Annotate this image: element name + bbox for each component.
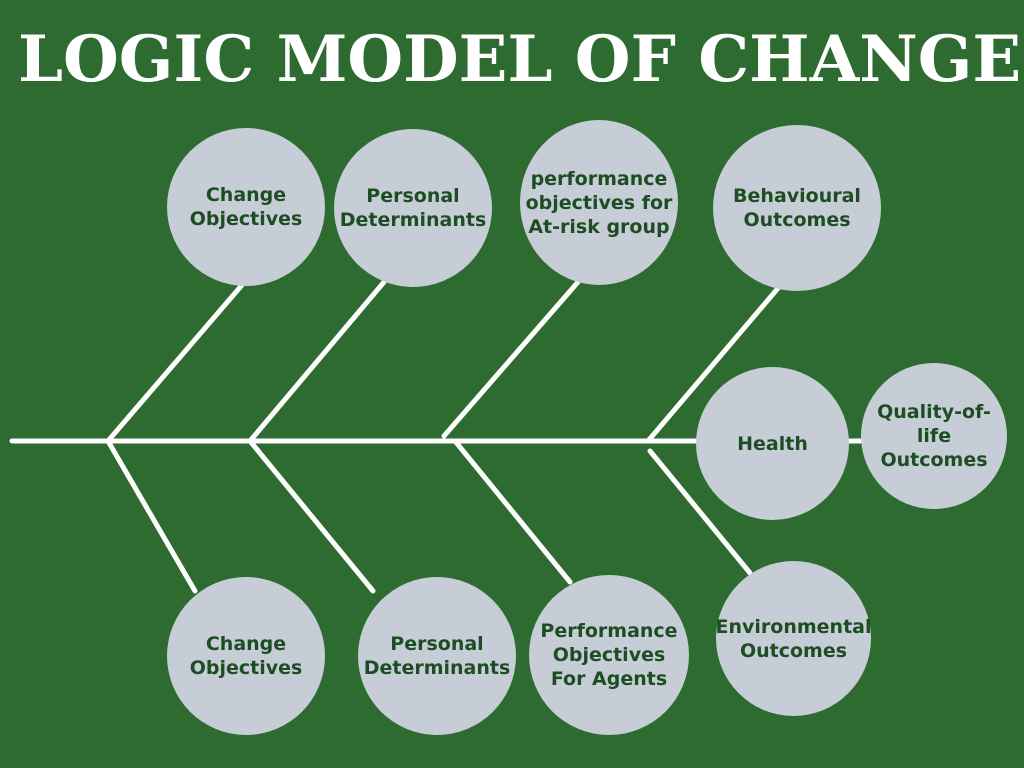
performance-objectives-agents-node: Performance Objectives For Agents — [529, 575, 689, 735]
personal-determinants-top-node: Personal Determinants — [334, 129, 492, 287]
bone-top-4 — [645, 284, 782, 444]
behavioural-outcomes-node: Behavioural Outcomes — [713, 125, 881, 291]
bone-bottom-4 — [647, 448, 753, 576]
performance-objectives-at-risk-node: performance objectives for At-risk group — [520, 120, 678, 285]
bone-bottom-1 — [105, 438, 198, 594]
diagram-title: LOGIC MODEL OF CHANGE — [18, 22, 1022, 97]
node-label: performance objectives for At-risk group — [525, 167, 673, 238]
node-label: Environmental Outcomes — [715, 615, 872, 662]
change-objectives-bottom-node: Change Objectives — [167, 577, 325, 735]
personal-determinants-bottom-node: Personal Determinants — [358, 577, 516, 735]
node-label: Change Objectives — [189, 633, 303, 679]
node-label: Behavioural Outcomes — [733, 185, 861, 231]
node-label: Change Objectives — [189, 184, 303, 230]
bone-bottom-2 — [247, 438, 376, 594]
node-label: Personal Determinants — [339, 185, 487, 231]
quality-of-life-outcomes-node: Quality-of- life Outcomes — [861, 363, 1007, 509]
bone-bottom-3 — [452, 438, 573, 585]
node-label: Health — [737, 432, 808, 455]
bone-top-1 — [105, 282, 245, 444]
node-label: Personal Determinants — [363, 633, 511, 679]
bone-top-2 — [247, 279, 387, 444]
node-label: Performance Objectives For Agents — [540, 620, 678, 690]
change-objectives-top-node: Change Objectives — [167, 128, 325, 286]
health-node: Health — [696, 367, 849, 520]
bone-top-3 — [441, 279, 581, 439]
environmental-outcomes-node: Environmental Outcomes — [715, 561, 872, 716]
node-label: Quality-of- life Outcomes — [877, 401, 991, 471]
